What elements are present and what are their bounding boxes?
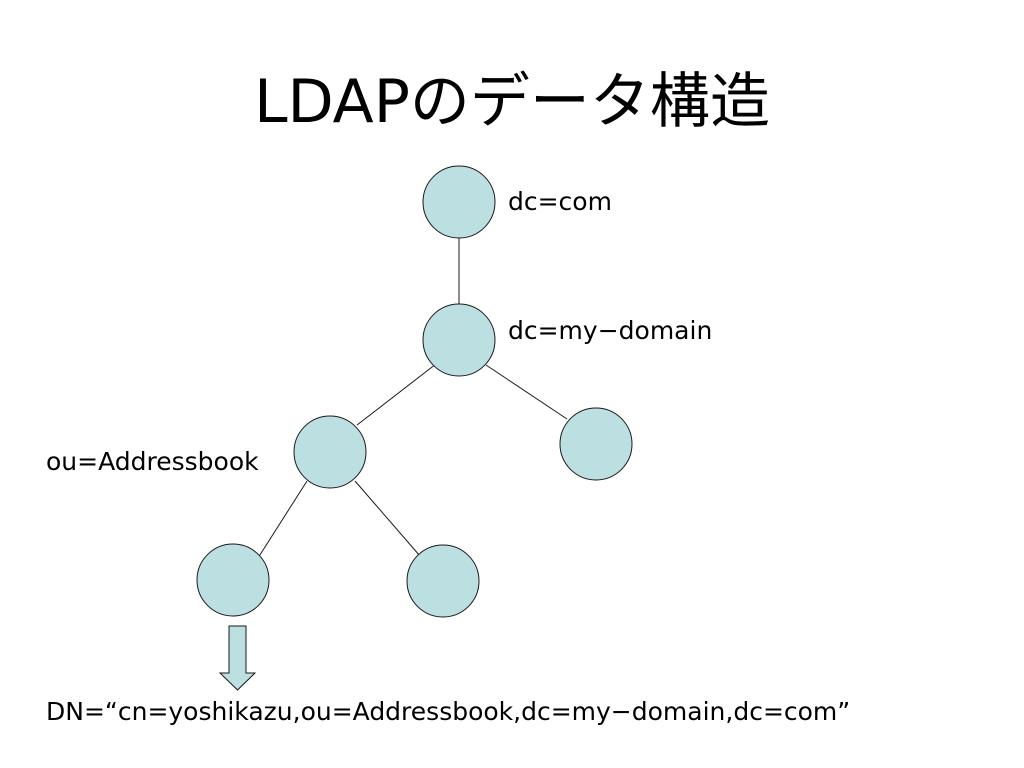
node-label-root: dc=com <box>508 187 612 216</box>
slide-title: LDAPのデータ構造 <box>254 67 770 137</box>
tree-nodes <box>196 165 633 618</box>
node-entry-right <box>406 544 480 618</box>
tree-edges <box>257 238 568 559</box>
node-domain-child-right <box>559 407 633 481</box>
edge-ou-left <box>257 480 308 559</box>
down-arrow-icon <box>218 625 257 691</box>
distinguished-name-text: DN=“cn=yoshikazu,ou=Addressbook,dc=my−do… <box>46 697 851 726</box>
node-root <box>422 165 496 239</box>
node-ou <box>293 415 367 489</box>
node-domain <box>422 303 496 377</box>
edge-domain-right <box>485 364 568 420</box>
node-label-domain: dc=my−domain <box>508 316 713 345</box>
node-label-ou: ou=Addressbook <box>46 447 259 476</box>
edge-domain-ou <box>356 363 437 426</box>
node-entry-left <box>196 543 270 617</box>
edge-ou-right <box>354 480 421 557</box>
